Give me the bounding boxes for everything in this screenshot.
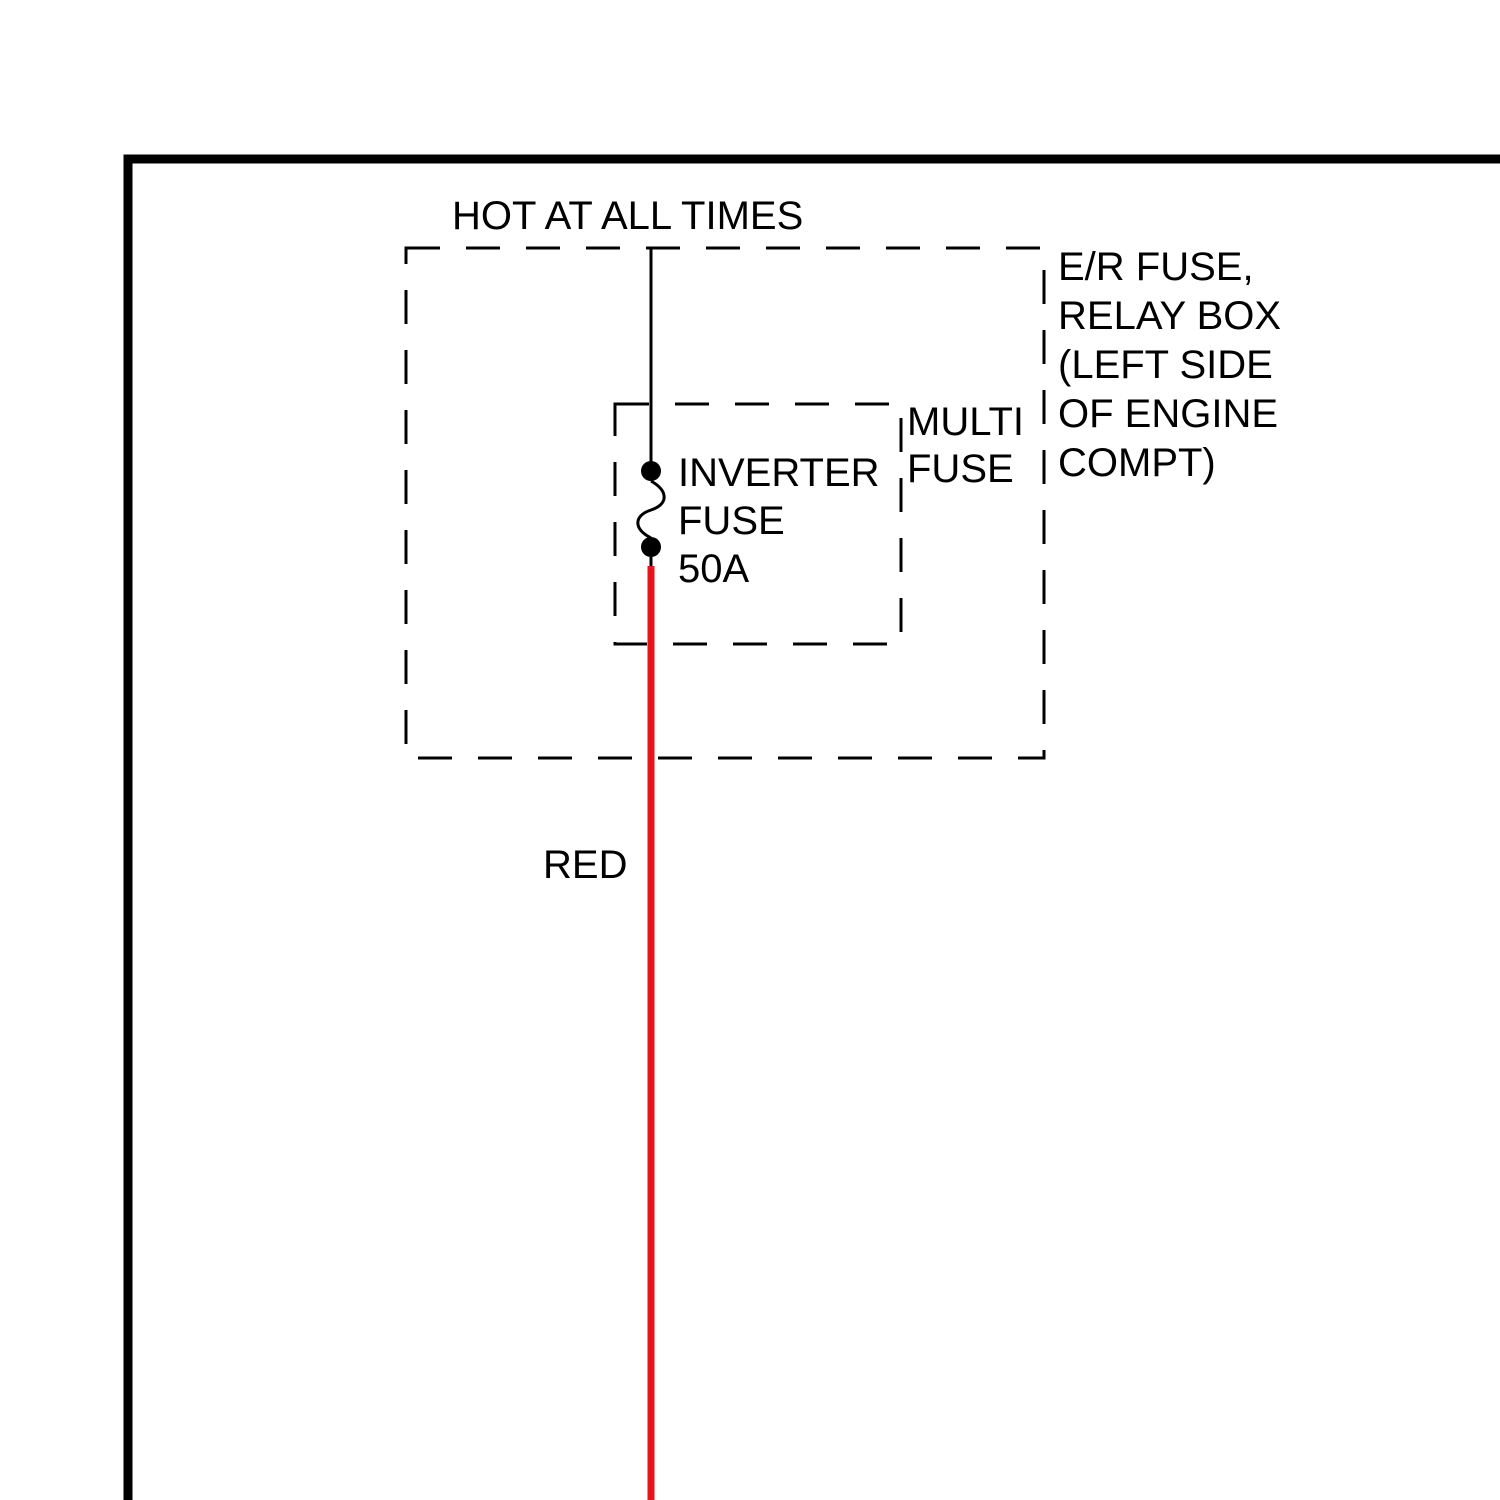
multi-fuse-label-line: FUSE: [907, 447, 1014, 491]
inverter-fuse-symbol: [638, 461, 664, 566]
fuse-terminal-top: [641, 461, 661, 481]
inverter-fuse-label-line: FUSE: [678, 499, 785, 543]
inverter-fuse-label: INVERTER FUSE 50A: [678, 451, 891, 591]
wire-color-label: RED: [543, 843, 627, 887]
relay-box-label-line: COMPT): [1058, 441, 1216, 485]
inverter-fuse-label-line: INVERTER: [678, 451, 880, 495]
multi-fuse-label-line: MULTI: [907, 400, 1024, 444]
inverter-fuse-label-line: 50A: [678, 547, 749, 591]
supply-label: HOT AT ALL TIMES: [452, 194, 803, 238]
relay-box-label: E/R FUSE, RELAY BOX (LEFT SIDE OF ENGINE…: [1058, 245, 1292, 485]
page-frame: [128, 159, 1500, 1500]
relay-box-label-line: (LEFT SIDE: [1058, 343, 1273, 387]
relay-box-label-line: RELAY BOX: [1058, 294, 1281, 338]
relay-box-label-line: OF ENGINE: [1058, 392, 1278, 436]
relay-box-label-line: E/R FUSE,: [1058, 245, 1254, 289]
fuse-terminal-bottom: [641, 537, 661, 557]
fuse-element: [638, 481, 664, 538]
multi-fuse-label: MULTI FUSE: [907, 400, 1035, 491]
